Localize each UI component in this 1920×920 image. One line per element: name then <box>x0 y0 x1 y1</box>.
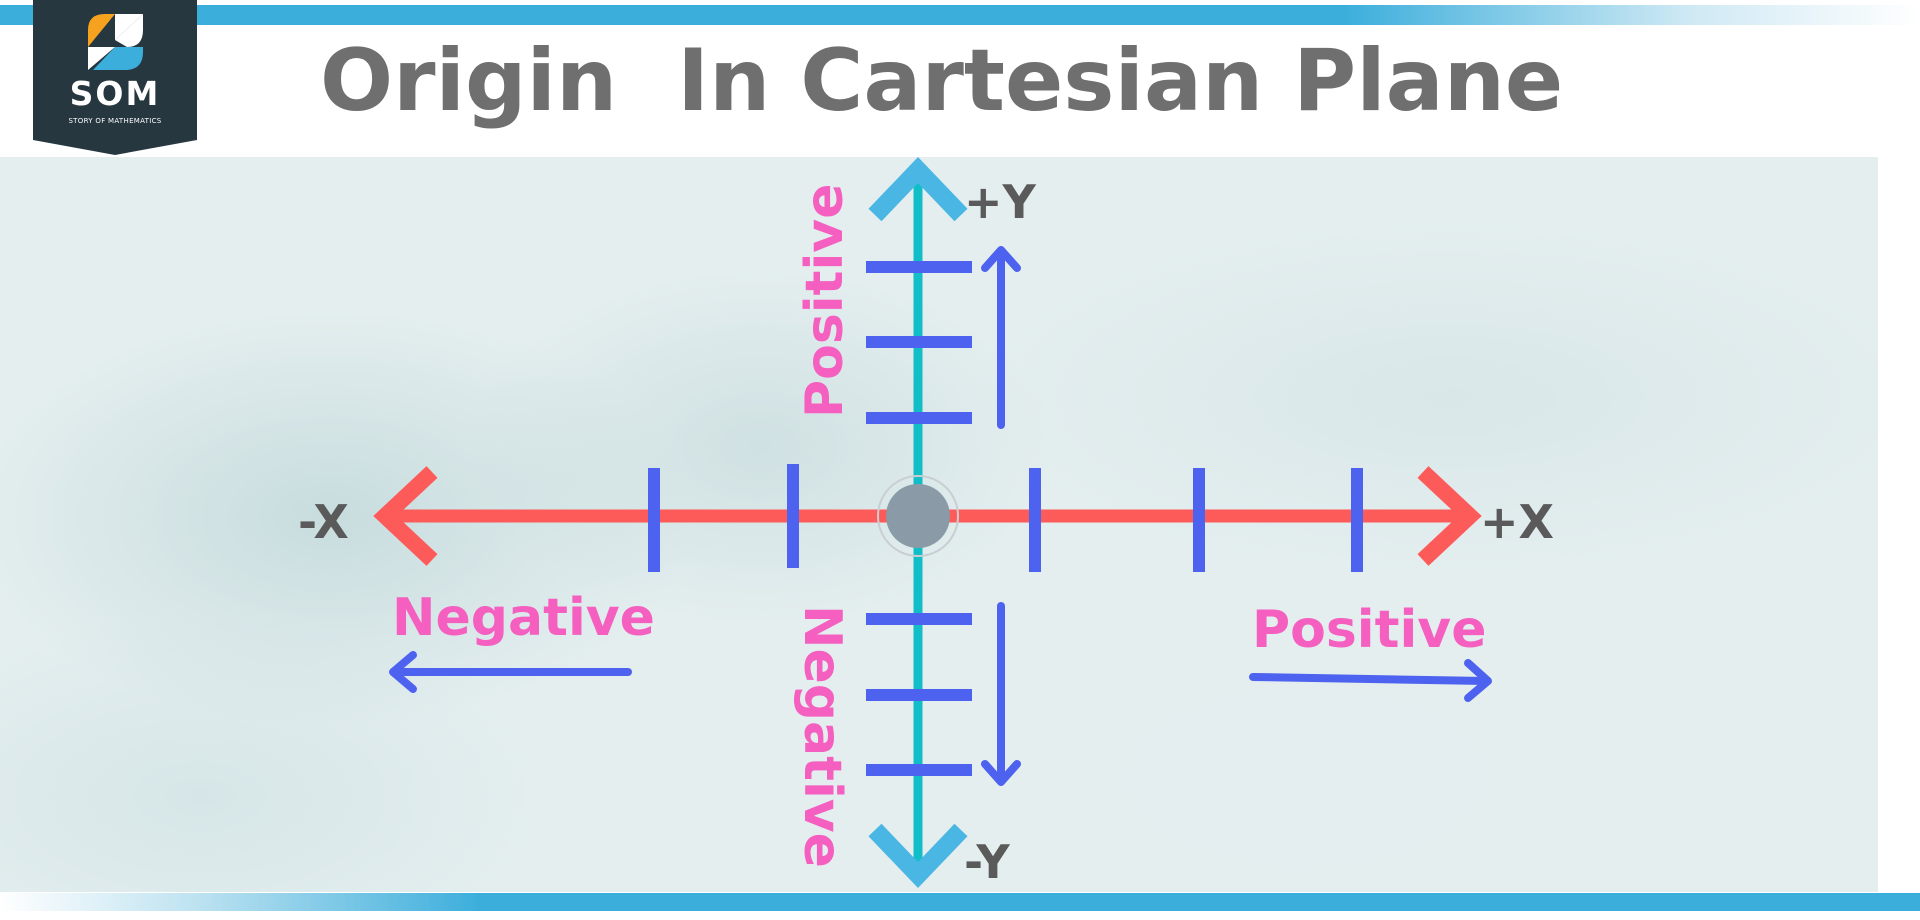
neg-y-label: -Y <box>964 835 1010 889</box>
y-axis-positive-arrowhead <box>868 156 968 222</box>
x-negative-label: Negative <box>392 588 655 648</box>
origin-halo <box>877 475 959 557</box>
logo-tagline: STORY OF MATHEMATICS <box>68 117 162 125</box>
pos-y-label: +Y <box>964 175 1037 229</box>
som-logo: SOM STORY OF MATHEMATICS <box>33 0 197 155</box>
negative-y-direction-arrow <box>981 602 1021 786</box>
x-positive-label: Positive <box>1252 600 1486 660</box>
x-axis-positive-arrowhead <box>1417 466 1482 566</box>
negative-x-direction-arrow <box>389 651 632 693</box>
neg-x-label: -X <box>298 495 349 549</box>
page-title: Origin In Cartesian Plane <box>320 31 1564 131</box>
positive-x-direction-arrow <box>1249 659 1492 702</box>
top-accent-bar <box>0 5 1920 25</box>
y-axis-negative-arrowhead <box>868 823 968 889</box>
pos-x-label: +X <box>1480 495 1554 549</box>
positive-y-direction-arrow <box>981 246 1021 429</box>
y-negative-label: Negative <box>792 605 852 868</box>
x-axis-negative-arrowhead <box>373 466 438 566</box>
origin-point <box>886 484 950 548</box>
logo-wordmark: SOM <box>69 74 161 113</box>
bottom-accent-bar <box>0 893 1920 911</box>
y-positive-label: Positive <box>795 184 855 418</box>
